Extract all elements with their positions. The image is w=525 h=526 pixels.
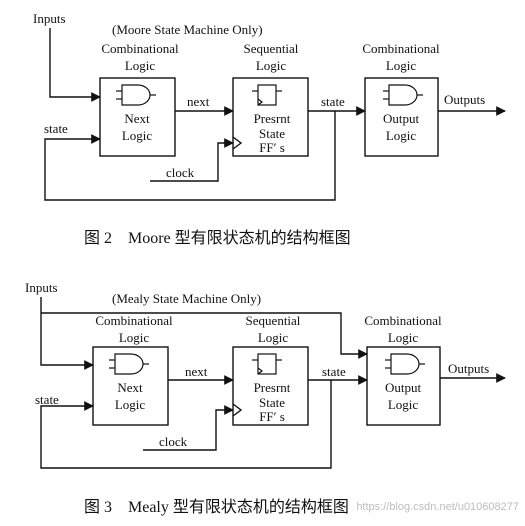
mealy-seq-title-1: Sequential — [246, 313, 301, 328]
moore-comb1-title-2: Logic — [125, 58, 156, 73]
mealy-clock-wire — [143, 405, 234, 451]
mealy-output-logic-box — [366, 346, 441, 426]
mealy-present-state-line3: FF′ s — [259, 409, 285, 424]
mealy-subtitle: (Mealy State Machine Only) — [112, 291, 261, 306]
moore-state-label-left: state — [44, 121, 68, 136]
moore-present-state-line2: State — [259, 126, 285, 141]
mealy-clock-edge-icon — [232, 403, 243, 417]
mealy-present-state-line1: Presrnt — [254, 380, 291, 395]
flip-flop-icon — [252, 353, 282, 375]
watermark-text: https://blog.csdn.net/u010608277 — [356, 501, 519, 513]
mealy-caption: 图 3 Mealy 型有限状态机的结构框图 — [84, 498, 349, 516]
moore-present-state-line3: FF′ s — [259, 140, 285, 155]
moore-next-logic-line2: Logic — [122, 128, 153, 143]
moore-next-logic-line1: Next — [124, 111, 150, 126]
mealy-state-label-right: state — [322, 364, 346, 379]
and-gate-icon — [383, 84, 423, 106]
mealy-inputs-label: Inputs — [25, 280, 58, 295]
mealy-state-label-left: state — [35, 392, 59, 407]
mealy-comb2-title-2: Logic — [388, 330, 419, 345]
mealy-clock-label: clock — [159, 434, 188, 449]
moore-present-state-line1: Presrnt — [254, 111, 291, 126]
moore-caption: 图 2 Moore 型有限状态机的结构框图 — [84, 229, 351, 247]
moore-next-logic-box — [99, 77, 176, 157]
mealy-next-logic-box — [92, 346, 169, 426]
moore-state-feedback-wire — [44, 111, 336, 201]
mealy-comb1-title-1: Combinational — [95, 313, 173, 328]
mealy-comb1-title-2: Logic — [119, 330, 150, 345]
moore-clock-wire — [150, 138, 234, 182]
mealy-present-state-box — [232, 346, 309, 426]
mealy-next-label: next — [185, 364, 208, 379]
moore-output-logic-line2: Logic — [386, 128, 417, 143]
and-gate-icon — [385, 353, 425, 375]
moore-present-state-box — [232, 77, 309, 157]
mealy-seq-title-2: Logic — [258, 330, 289, 345]
mealy-comb2-title-1: Combinational — [364, 313, 442, 328]
moore-output-logic-box — [364, 77, 439, 157]
mealy-next-logic-line1: Next — [117, 380, 143, 395]
moore-output-logic-line1: Output — [383, 111, 420, 126]
mealy-inputs-bypass-wire — [41, 312, 368, 359]
moore-inputs-label: Inputs — [33, 11, 66, 26]
mealy-output-logic-line2: Logic — [388, 397, 419, 412]
and-gate-icon — [109, 353, 149, 375]
mealy-present-state-line2: State — [259, 395, 285, 410]
mealy-outputs-label: Outputs — [448, 361, 489, 376]
moore-clock-edge-icon — [232, 136, 243, 150]
mealy-inputs-wire — [40, 297, 94, 370]
mealy-output-logic-line1: Output — [385, 380, 422, 395]
mealy-state-feedback-wire — [40, 380, 332, 469]
flip-flop-icon — [252, 84, 282, 106]
moore-comb1-title-1: Combinational — [101, 41, 179, 56]
moore-clock-label: clock — [166, 165, 195, 180]
moore-next-label: next — [187, 94, 210, 109]
mealy-diagram: Inputs (Mealy State Machine Only) Combin… — [25, 280, 506, 516]
moore-state-label-right: state — [321, 94, 345, 109]
moore-comb2-title-2: Logic — [386, 58, 417, 73]
moore-diagram: Inputs (Moore State Machine Only) Combin… — [33, 11, 506, 247]
moore-inputs-wire — [49, 28, 101, 102]
moore-subtitle: (Moore State Machine Only) — [112, 22, 263, 37]
moore-outputs-label: Outputs — [444, 92, 485, 107]
and-gate-icon — [116, 84, 156, 106]
mealy-next-logic-line2: Logic — [115, 397, 146, 412]
moore-seq-title-1: Sequential — [244, 41, 299, 56]
moore-seq-title-2: Logic — [256, 58, 287, 73]
moore-comb2-title-1: Combinational — [362, 41, 440, 56]
